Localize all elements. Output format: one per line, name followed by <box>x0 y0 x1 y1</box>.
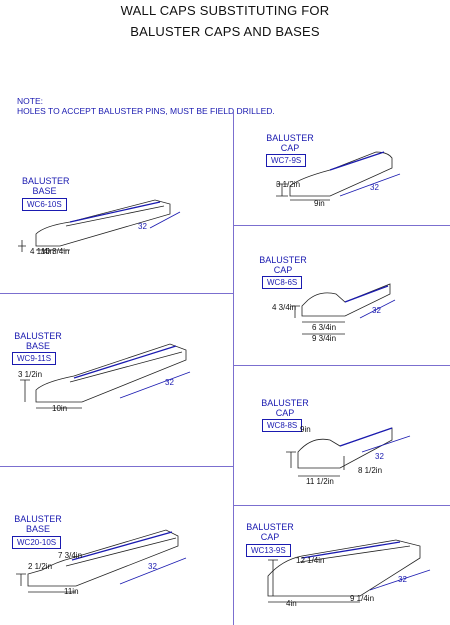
wc8-8-top: 9in <box>300 425 311 434</box>
wc7-length: 32 <box>370 183 379 192</box>
wc8-6-label-line1: BALUSTER <box>259 255 307 265</box>
wc6-dim-b: 10 3/4in <box>41 247 70 256</box>
wc20-label-line1: BALUSTER <box>14 514 62 524</box>
wc6-dim-a: 4 1/4in <box>30 247 55 256</box>
wc20-height-b: 2 1/2in <box>28 562 53 571</box>
wc9-label-line2: BASE <box>25 341 50 351</box>
wc8-6-label-line2: CAP <box>273 265 293 275</box>
wc8-8-code: WC8-8S <box>262 419 303 432</box>
wc13-width-b: 9 1/4in <box>350 594 375 603</box>
wc20-label-line2: BASE <box>25 524 50 534</box>
page-subtitle: BALUSTER CAPS AND BASES <box>130 24 320 39</box>
wc6-label: BALUSTER BASE <box>22 176 70 196</box>
wc20-profile-drawing <box>16 529 187 593</box>
wc9-label: BALUSTER BASE <box>12 331 64 351</box>
wc9-width: 10in <box>52 404 68 413</box>
wc9-profile-drawing <box>20 343 191 409</box>
wc7-label-line2: CAP <box>280 143 300 153</box>
wc8-8-width: 11 1/2in <box>306 477 334 486</box>
wc8-8-label: BALUSTER CAP <box>260 398 310 418</box>
vertical-divider <box>233 112 234 625</box>
wc8-6-label: BALUSTER CAP <box>258 255 308 275</box>
wc13-profile-drawing <box>267 539 431 603</box>
wc13-length: 32 <box>398 575 407 584</box>
wc7-height: 3 1/2in <box>276 180 301 189</box>
wc6-label-line2: BASE <box>32 186 57 196</box>
wc13-label-line2: CAP <box>260 532 280 542</box>
wc8-6-width-a: 6 3/4in <box>312 323 337 332</box>
wc9-length: 32 <box>165 378 174 387</box>
wc8-8-label-line1: BALUSTER <box>261 398 309 408</box>
wc8-6-code: WC8-6S <box>262 276 303 289</box>
divider-right-1 <box>233 225 450 226</box>
wc9-label-line1: BALUSTER <box>14 331 62 341</box>
note-text: HOLES TO ACCEPT BALUSTER PINS, MUST BE F… <box>17 106 275 116</box>
wc6-profile-drawing <box>18 199 181 252</box>
wc8-8-height: 8 1/2in <box>358 466 383 475</box>
wc13-width-a: 4in <box>286 599 297 608</box>
note-label: NOTE: <box>17 96 43 106</box>
wc8-8-length: 32 <box>375 452 384 461</box>
wc13-code: WC13-9S <box>246 544 291 557</box>
divider-right-2 <box>233 365 450 366</box>
wc6-label-line1: BALUSTER <box>22 176 70 186</box>
wc20-length: 32 <box>148 562 157 571</box>
wc7-width: 9in <box>314 199 325 208</box>
wc8-6-width-b: 9 3/4in <box>312 334 337 343</box>
divider-right-3 <box>233 505 450 506</box>
divider-left-1 <box>0 293 233 294</box>
wc8-8-label-line2: CAP <box>275 408 295 418</box>
wc13-label-line1: BALUSTER <box>246 522 294 532</box>
divider-left-2 <box>0 466 233 467</box>
wc8-6-profile-drawing <box>290 283 396 335</box>
wc9-code: WC9-11S <box>12 352 57 365</box>
wc7-profile-drawing <box>276 151 401 201</box>
wc8-8-profile-drawing <box>286 427 411 477</box>
wc6-code: WC6-10S <box>22 198 67 211</box>
wc13-label: BALUSTER CAP <box>245 522 295 542</box>
wc8-6-height: 4 3/4in <box>272 303 297 312</box>
wc20-height-a: 7 3/4in <box>58 551 83 560</box>
page-title: WALL CAPS SUBSTITUTING FOR <box>120 3 330 18</box>
wc6-length: 32 <box>138 222 147 231</box>
wc20-width: 11in <box>64 587 79 596</box>
wc8-6-length: 32 <box>372 306 381 315</box>
wc13-height: 12 1/4in <box>296 556 325 565</box>
wc7-label: BALUSTER CAP <box>265 133 315 153</box>
wc7-label-line1: BALUSTER <box>266 133 314 143</box>
wc20-label: BALUSTER BASE <box>12 514 64 534</box>
wc20-code: WC20-10S <box>12 536 62 549</box>
wc9-height: 3 1/2in <box>18 370 43 379</box>
wc7-code: WC7-9S <box>266 154 307 167</box>
